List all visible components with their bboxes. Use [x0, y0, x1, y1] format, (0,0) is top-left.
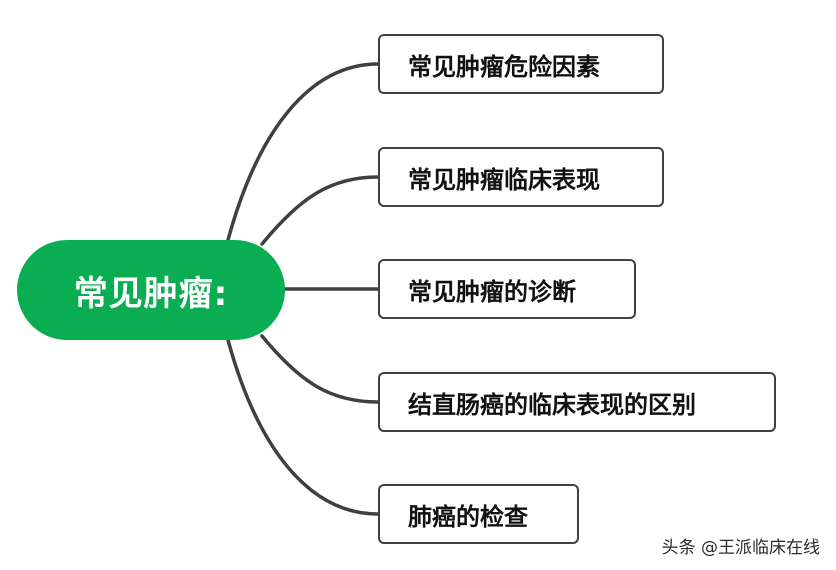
branch-node-label: 肺癌的检查 [408, 502, 528, 531]
branch-node-label: 常见肿瘤的诊断 [408, 277, 576, 306]
connector-branch-1 [226, 62, 380, 242]
mindmap-root-node: 常见肿瘤: [17, 240, 285, 340]
watermark-text: 头条 @王派临床在线 [661, 538, 820, 558]
branch-node-colorectal-differences: 结直肠癌的临床表现的区别 [378, 372, 776, 432]
connector-branch-2 [260, 175, 380, 246]
root-node-label: 常见肿瘤: [73, 273, 229, 314]
branch-node-label: 常见肿瘤危险因素 [408, 52, 600, 81]
connector-branch-5 [226, 338, 380, 516]
branch-node-risk-factors: 常见肿瘤危险因素 [378, 34, 664, 94]
branch-node-label: 结直肠癌的临床表现的区别 [408, 390, 696, 419]
branch-node-label: 常见肿瘤临床表现 [408, 165, 600, 194]
connector-branch-4 [260, 334, 380, 404]
branch-node-diagnosis: 常见肿瘤的诊断 [378, 259, 636, 319]
branch-node-lung-cancer-exam: 肺癌的检查 [378, 484, 579, 544]
branch-node-clinical-manifestations: 常见肿瘤临床表现 [378, 147, 664, 207]
